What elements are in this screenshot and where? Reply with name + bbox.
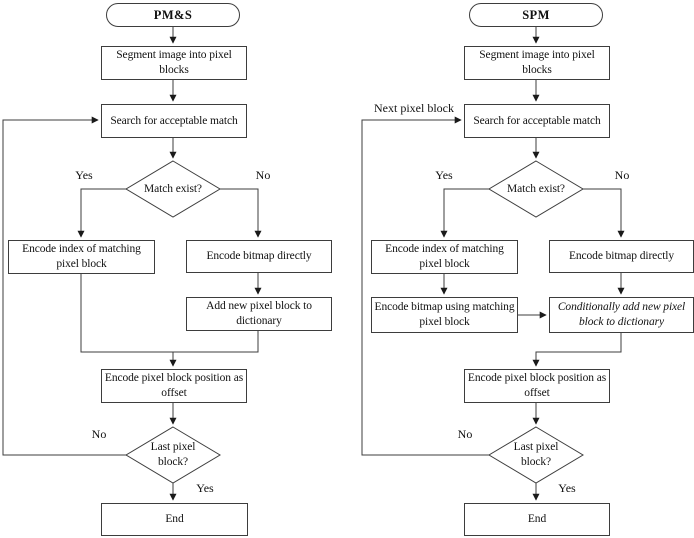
pms-add-dictionary-step: Add new pixel block to dictionary <box>186 297 332 331</box>
pms-encode-index-step: Encode index of matching pixel block <box>8 240 155 274</box>
pms-encode-position-step: Encode pixel block position as offset <box>101 369 247 403</box>
spm-start-terminal: SPM <box>469 3 603 27</box>
spm-segment-step: Segment image into pixel blocks <box>464 46 610 80</box>
spm-last-diamond-shape <box>488 426 584 484</box>
pms-last-no-label: No <box>91 427 107 441</box>
spm-conditional-add-step: Conditionally add new pixel block to dic… <box>549 297 694 333</box>
pms-encode-bitmap-step: Encode bitmap directly <box>186 240 332 273</box>
pms-last-yes-label: Yes <box>196 481 214 495</box>
spm-search-step: Search for acceptable match <box>464 104 610 138</box>
spm-match-diamond-shape <box>488 160 584 218</box>
pms-match-decision-label: Match exist? <box>144 182 202 195</box>
pms-match-yes-label: Yes <box>75 168 93 182</box>
edge-spm-match-yes <box>440 188 489 238</box>
pms-match-diamond-shape <box>125 160 221 218</box>
pms-last-decision-label: Last pixel block? <box>150 441 196 468</box>
spm-match-no-label: No <box>614 168 630 182</box>
spm-encode-bitmap-matching-step: Encode bitmap using matching pixel block <box>371 297 518 333</box>
pms-match-no-label: No <box>255 168 271 182</box>
edges-spm <box>361 27 625 501</box>
spm-end-step: End <box>464 503 610 536</box>
pms-search-step: Search for acceptable match <box>101 104 247 138</box>
spm-last-decision-label: Last pixel block? <box>513 441 559 468</box>
edge-spm-conditional-position <box>532 333 622 367</box>
pms-start-terminal: PM&S <box>106 3 240 27</box>
edge-pms-last-no-loop <box>2 116 126 456</box>
spm-next-pixel-block-label: Next pixel block <box>374 101 454 115</box>
edge-pms-match-yes <box>77 188 126 238</box>
pms-last-diamond-shape <box>125 426 221 484</box>
edge-spm-last-no-loop <box>361 116 489 456</box>
spm-encode-bitmap-step: Encode bitmap directly <box>549 240 694 273</box>
spm-encode-position-step: Encode pixel block position as offset <box>464 369 610 403</box>
edge-pms-index-merge <box>80 274 173 353</box>
edge-spm-match-no <box>583 188 625 238</box>
spm-last-no-label: No <box>457 427 473 441</box>
spm-encode-index-step: Encode index of matching pixel block <box>371 240 518 274</box>
pms-segment-step: Segment image into pixel blocks <box>101 46 247 80</box>
spm-match-decision-label: Match exist? <box>507 182 565 195</box>
spm-last-yes-label: Yes <box>558 481 576 495</box>
edge-pms-match-no <box>220 188 262 238</box>
edge-pms-dictionary-merge <box>173 331 259 353</box>
pms-end-step: End <box>101 503 248 536</box>
edges-pms <box>2 27 262 501</box>
spm-match-yes-label: Yes <box>435 168 453 182</box>
